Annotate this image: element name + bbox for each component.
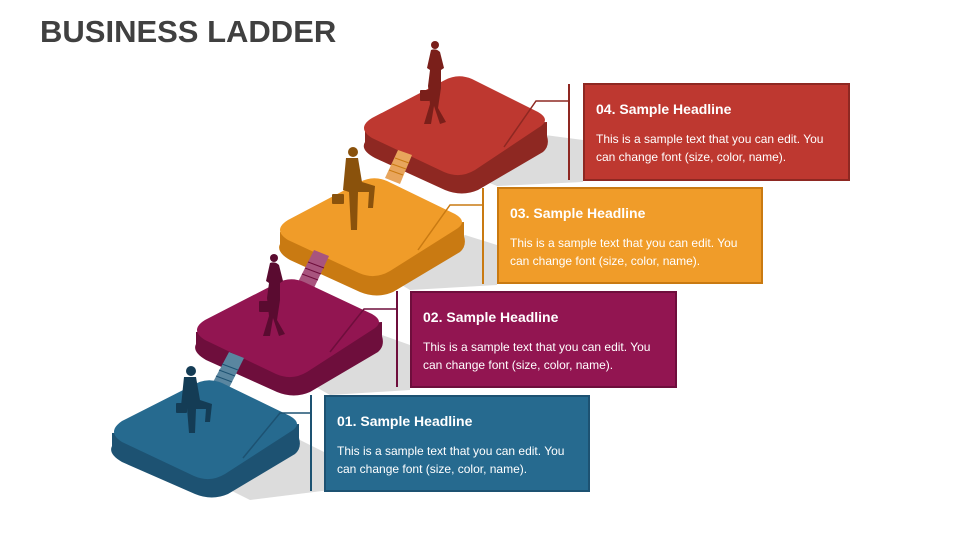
step-04-text: This is a sample text that you can edit.… [596,132,824,164]
step-04-headline: 04. Sample Headline [596,101,732,117]
platform-01 [111,380,300,498]
step-02-headline: 02. Sample Headline [423,309,559,325]
step-04-card: 04. Sample Headline This is a sample tex… [583,83,850,181]
businessman-icon [176,366,212,433]
businesswoman-icon [420,41,446,125]
connector-lines [242,84,570,491]
step-01-card: 01. Sample Headline This is a sample tex… [324,395,590,492]
step-02-text: This is a sample text that you can edit.… [423,340,651,372]
step-02-card: 02. Sample Headline This is a sample tex… [410,291,677,388]
platform-03 [279,178,465,296]
businesswoman-icon [259,254,285,336]
stairs-01-02 [212,352,244,390]
step-03-text: This is a sample text that you can edit.… [510,236,738,268]
step-03-headline: 03. Sample Headline [510,205,646,221]
businessman-icon [332,147,375,230]
step-01-text: This is a sample text that you can edit.… [337,444,565,476]
platform-02 [195,279,383,396]
slide-title: BUSINESS LADDER [40,14,337,49]
step-01-headline: 01. Sample Headline [337,413,473,429]
stairs-02-03 [298,250,329,288]
step-03-card: 03. Sample Headline This is a sample tex… [497,187,763,284]
platform-04 [363,76,548,194]
stairs-03-04 [385,150,412,184]
